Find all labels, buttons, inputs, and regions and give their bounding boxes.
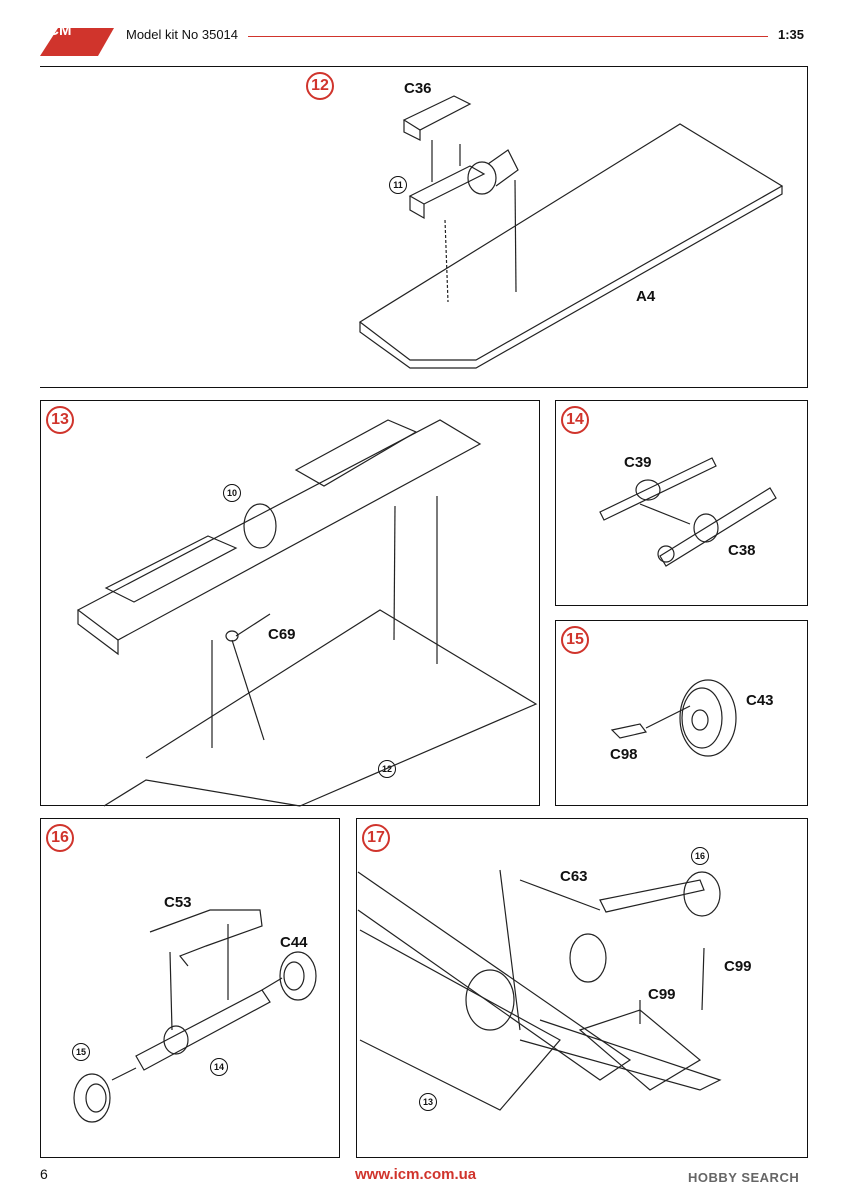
step-14-panel (555, 400, 808, 606)
part-label-c63: C63 (560, 868, 588, 885)
part-label-c36: C36 (404, 80, 432, 97)
step-12-frame (277, 66, 808, 388)
brand-name: ICM (44, 22, 72, 39)
part-label-c99-right: C99 (724, 958, 752, 975)
step-12-number: 12 (306, 72, 334, 100)
ref-step-11: 11 (389, 176, 407, 194)
watermark: HOBBY SEARCH (688, 1170, 800, 1185)
ref-step-13: 13 (419, 1093, 437, 1111)
ref-step-16: 16 (691, 847, 709, 865)
step-14-number: 14 (561, 406, 589, 434)
step-12-panel (40, 66, 808, 388)
part-label-c38: C38 (728, 542, 756, 559)
part-label-c69: C69 (268, 626, 296, 643)
step-15-number: 15 (561, 626, 589, 654)
step-17-number: 17 (362, 824, 390, 852)
ref-step-14: 14 (210, 1058, 228, 1076)
step-16-panel (40, 818, 340, 1158)
part-label-a4: A4 (636, 288, 656, 305)
header-rule (248, 36, 768, 37)
ref-step-15: 15 (72, 1043, 90, 1061)
step-13-number: 13 (46, 406, 74, 434)
part-label-c53: C53 (164, 894, 192, 911)
part-label-c98: C98 (610, 746, 638, 763)
step-15-panel (555, 620, 808, 806)
icm-logo (40, 28, 114, 56)
page-number: 6 (40, 1166, 48, 1182)
scale-label: 1:35 (778, 27, 805, 42)
part-label-c39: C39 (624, 454, 652, 471)
part-label-c44: C44 (280, 934, 308, 951)
part-label-c99-left: C99 (648, 986, 676, 1003)
ref-step-10: 10 (223, 484, 241, 502)
part-label-c43: C43 (746, 692, 774, 709)
step-16-number: 16 (46, 824, 74, 852)
kit-number: Model kit No 35014 (126, 27, 239, 42)
website-link[interactable]: www.icm.com.ua (355, 1166, 477, 1183)
